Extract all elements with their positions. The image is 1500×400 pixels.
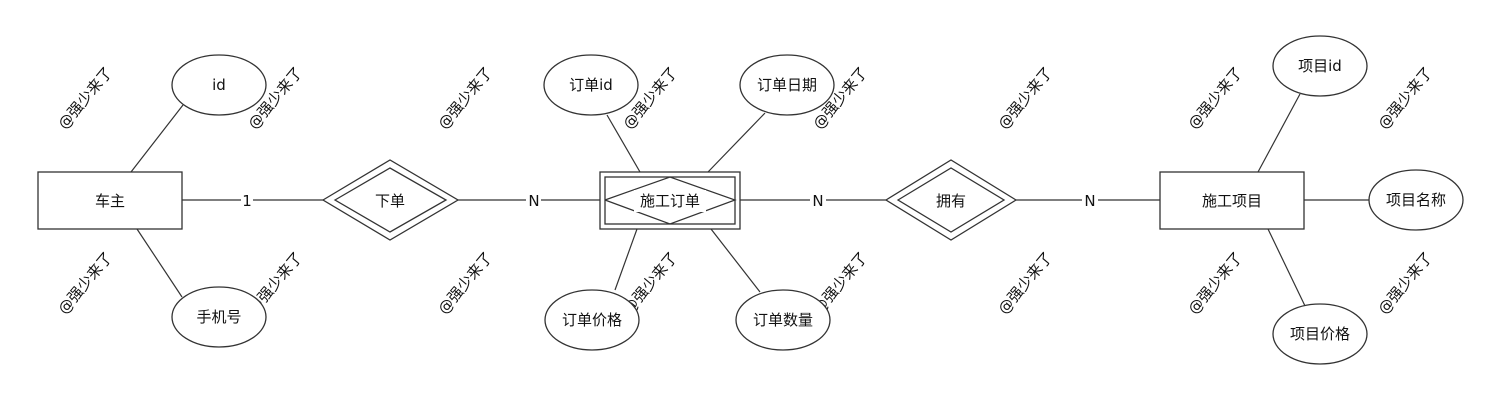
attribute-label: 订单日期 [757, 76, 817, 94]
entity-order[interactable]: 施工订单 [599, 171, 741, 230]
attribute-label: 订单id [569, 76, 613, 94]
cardinality-label: N [812, 192, 823, 210]
attribute-label: 项目名称 [1386, 191, 1446, 209]
watermark: @强少来了 [54, 64, 116, 133]
attribute-project-name[interactable]: 项目名称 [1368, 169, 1464, 231]
entity-label: 施工项目 [1202, 192, 1262, 210]
attribute-label: 项目价格 [1290, 325, 1350, 343]
relationship-label: 拥有 [936, 192, 966, 210]
attribute-order-date[interactable]: 订单日期 [739, 54, 835, 116]
watermark: @强少来了 [994, 64, 1056, 133]
relationship-has[interactable]: 拥有 [884, 159, 1018, 241]
attribute-order-quantity[interactable]: 订单数量 [735, 289, 831, 351]
watermark: @强少来了 [1184, 249, 1246, 318]
connector-layer [130, 93, 1369, 309]
watermark: @强少来了 [1374, 64, 1436, 133]
watermark: @强少来了 [1374, 249, 1436, 318]
entity-owner[interactable]: 车主 [37, 171, 183, 230]
connector-project-id [1257, 93, 1301, 173]
attribute-project-id[interactable]: 项目id [1272, 35, 1368, 97]
attribute-label: 订单数量 [753, 311, 813, 329]
connector-order-date [707, 112, 766, 173]
connector-project-price [1267, 228, 1307, 309]
cardinality-label: N [528, 192, 539, 210]
attribute-label: 订单价格 [562, 311, 622, 329]
cardinality-label: N [1084, 192, 1095, 210]
relationship-places-order[interactable]: 下单 [321, 159, 460, 241]
attribute-label: 项目id [1298, 57, 1342, 75]
connector-owner-phone [136, 228, 183, 298]
watermark: @强少来了 [54, 249, 116, 318]
attribute-label: id [212, 76, 226, 94]
relationship-label: 下单 [375, 192, 405, 210]
watermark: @强少来了 [434, 249, 496, 318]
attribute-owner-id[interactable]: id [171, 54, 267, 116]
connector-owner-id [130, 104, 184, 173]
attribute-order-id[interactable]: 订单id [543, 54, 639, 116]
connector-order-price [614, 228, 638, 291]
watermark: @强少来了 [1184, 64, 1246, 133]
watermark: @强少来了 [994, 249, 1056, 318]
connector-order-id [606, 114, 641, 173]
connector-order-quantity [710, 228, 761, 293]
entity-label: 车主 [95, 192, 125, 210]
attribute-project-price[interactable]: 项目价格 [1272, 303, 1368, 365]
attribute-label: 手机号 [196, 308, 241, 326]
watermark: @强少来了 [434, 64, 496, 133]
entity-project[interactable]: 施工项目 [1159, 171, 1305, 230]
attribute-order-price[interactable]: 订单价格 [544, 289, 640, 351]
entity-label: 施工订单 [640, 192, 700, 210]
cardinality-label: 1 [242, 192, 252, 210]
attribute-owner-phone[interactable]: 手机号 [171, 286, 267, 348]
